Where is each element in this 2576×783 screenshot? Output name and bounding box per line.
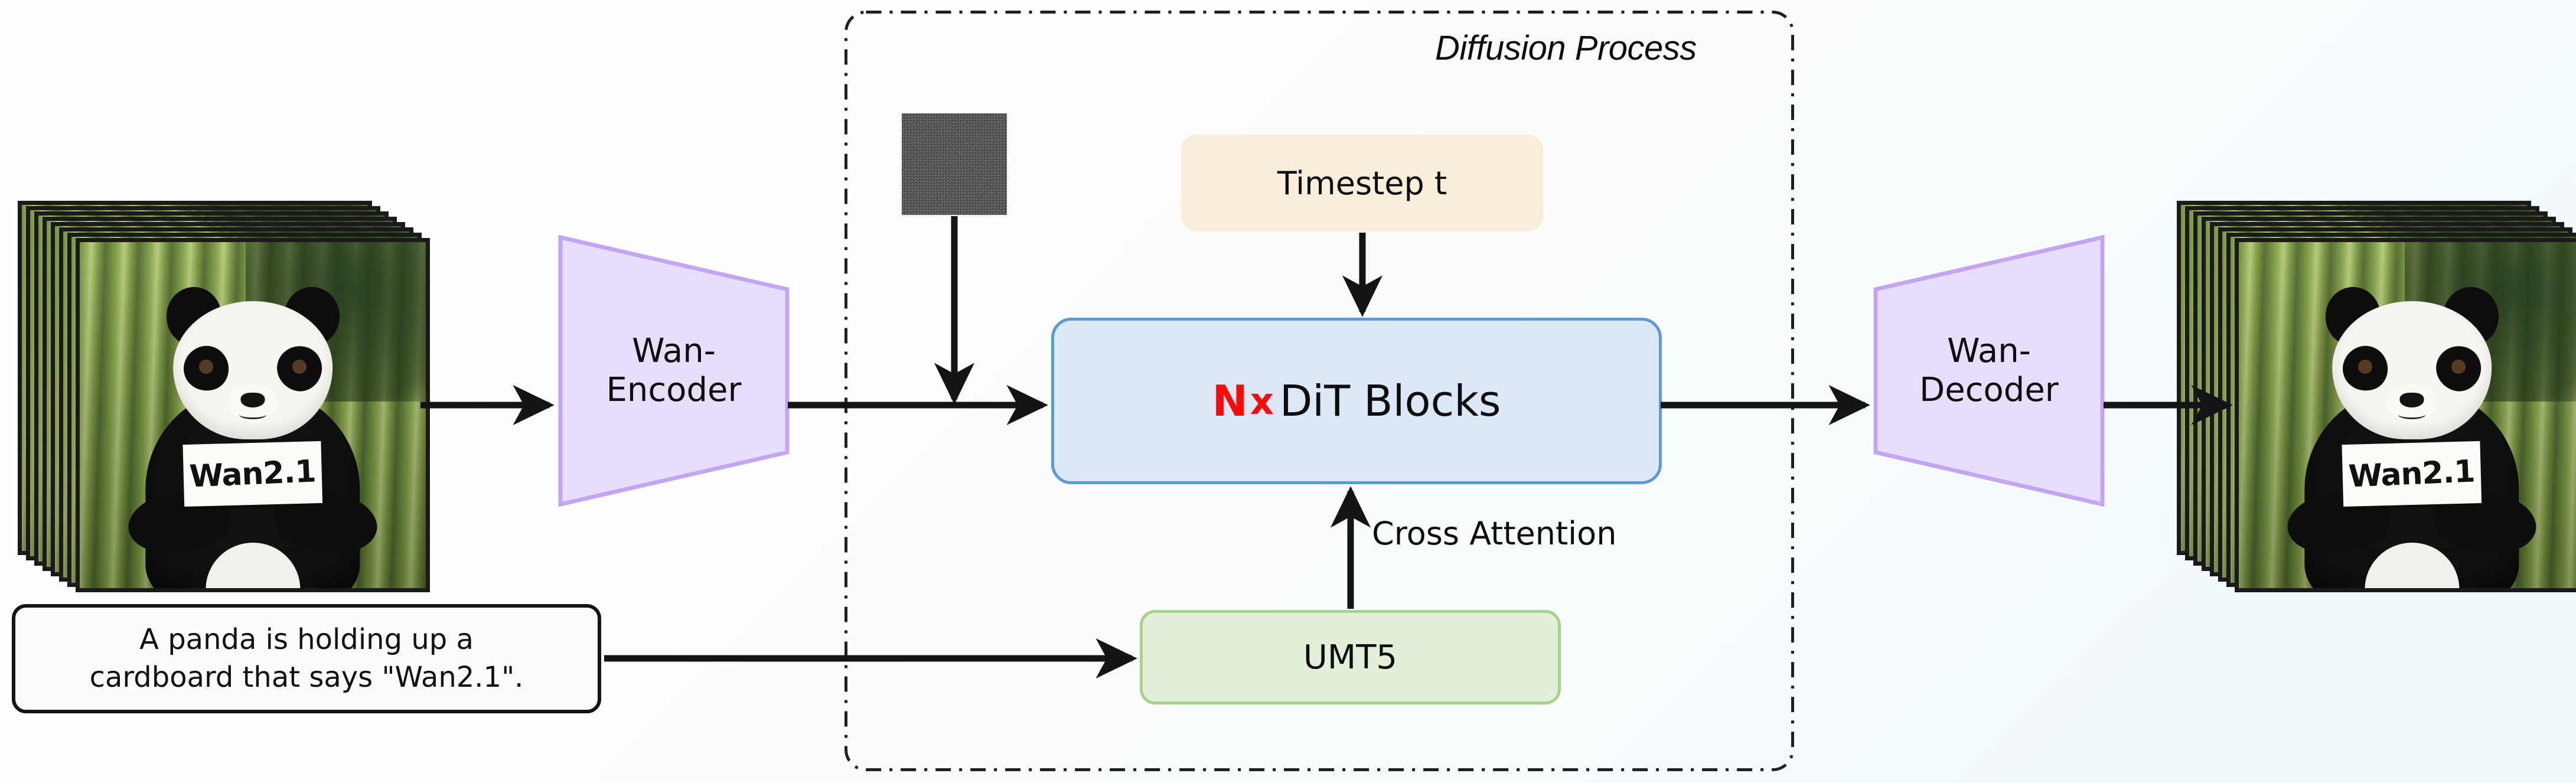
cardboard-sign-text: Wan2.1 [2347, 453, 2476, 495]
panda-eye-right [292, 360, 306, 374]
cardboard-sign-text: Wan2.1 [188, 453, 317, 495]
dit-blocks-block[interactable]: N x DiT Blocks [1051, 318, 1662, 484]
panda-belly [206, 542, 300, 588]
wan-decoder-block[interactable]: Wan- Decoder [1873, 235, 2105, 507]
video-frame-front: Wan2.1 [76, 238, 430, 592]
text-prompt-box[interactable]: A panda is holding up a cardboard that s… [12, 604, 601, 713]
panda-eye-left [2358, 360, 2372, 374]
timestep-label: Timestep t [1277, 164, 1447, 202]
decoder-shape [1873, 235, 2105, 507]
panda-mouth [2398, 410, 2426, 420]
umt5-text-encoder-block[interactable]: UMT5 [1140, 610, 1561, 704]
dit-block-count: N [1212, 376, 1248, 426]
dit-blocks-label: DiT Blocks [1279, 376, 1501, 426]
panda-mouth [239, 410, 267, 420]
input-video-frame-stack: Wan2.1 [18, 201, 431, 592]
panda-nose [240, 392, 265, 407]
panda-eye-right [2451, 360, 2466, 374]
panda-nose [2399, 392, 2424, 407]
output-video-frame-stack: Wan2.1 [2177, 201, 2576, 592]
prompt-text: A panda is holding up a cardboard that s… [90, 621, 524, 696]
umt5-label: UMT5 [1303, 638, 1398, 677]
video-frame-front: Wan2.1 [2235, 238, 2576, 592]
diffusion-process-region [844, 11, 1794, 771]
diffusion-process-label: Diffusion Process [1435, 29, 1697, 67]
prompt-line-2: cardboard that says "Wan2.1". [89, 660, 524, 694]
timestep-block[interactable]: Timestep t [1181, 135, 1543, 231]
dit-multiplier-symbol: x [1250, 379, 1274, 423]
cross-attention-label: Cross Attention [1372, 515, 1617, 552]
cardboard-sign: Wan2.1 [182, 441, 323, 507]
noise-latent-patch [902, 113, 1007, 215]
prompt-line-1: A panda is holding up a [139, 623, 474, 657]
wan-encoder-block[interactable]: Wan- Encoder [558, 235, 790, 507]
panda-belly [2365, 542, 2459, 588]
encoder-shape [558, 235, 790, 507]
panda-eye-left [199, 360, 213, 374]
cardboard-sign: Wan2.1 [2342, 441, 2482, 507]
